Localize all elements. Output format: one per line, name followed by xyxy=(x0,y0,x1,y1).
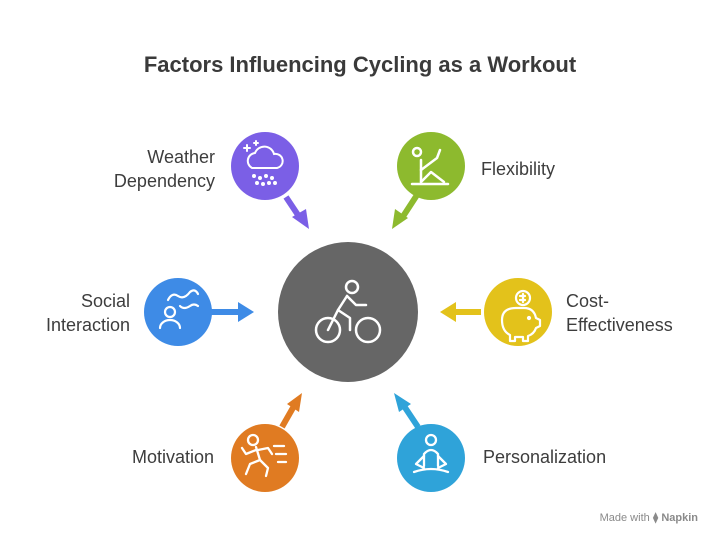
node-flexibility xyxy=(397,132,465,200)
arrow-motivation xyxy=(279,393,302,429)
napkin-logo-icon: ⧫ xyxy=(652,512,659,524)
label-flexibility-line-1: Flexibility xyxy=(481,159,556,179)
footer-credit[interactable]: Made with ⧫ Napkin xyxy=(600,511,698,524)
label-social: Social Interaction xyxy=(46,289,130,337)
meditation-icon xyxy=(412,433,450,474)
piggy-bank-icon xyxy=(500,289,542,343)
social-icon xyxy=(158,289,200,330)
center-node xyxy=(278,242,418,382)
arrows xyxy=(210,193,481,429)
weather-icon xyxy=(243,140,284,186)
label-personalization-line-1: Personalization xyxy=(483,447,607,467)
label-social-line-1: Social xyxy=(80,291,130,311)
cyclist-icon xyxy=(314,279,382,344)
runner-icon xyxy=(240,433,288,478)
arrow-social xyxy=(210,302,254,322)
label-cost-line-2: Effectiveness xyxy=(566,315,673,335)
node-personalization xyxy=(397,424,465,492)
label-personalization: Personalization xyxy=(483,445,606,469)
label-cost: Cost- Effectiveness xyxy=(566,289,673,337)
footer-made-with: Made with xyxy=(599,512,650,524)
footer-brand: Napkin xyxy=(661,512,698,524)
node-motivation xyxy=(231,424,299,492)
label-cost-line-1: Cost- xyxy=(566,291,610,311)
diagram-title: Factors Influencing Cycling as a Workout xyxy=(143,52,577,77)
label-weather-line-2: Dependency xyxy=(113,171,215,191)
arrow-weather xyxy=(283,195,309,229)
arrow-cost xyxy=(440,302,481,322)
arrow-flexibility xyxy=(392,193,420,229)
arrow-personalization xyxy=(394,393,421,429)
node-social xyxy=(144,278,212,346)
label-social-line-2: Interaction xyxy=(45,315,130,335)
label-flexibility: Flexibility xyxy=(481,157,555,181)
node-weather xyxy=(231,132,299,200)
label-motivation-line-1: Motivation xyxy=(131,447,214,467)
label-motivation: Motivation xyxy=(132,445,214,469)
label-weather: Weather Dependency xyxy=(114,145,215,193)
label-weather-line-1: Weather xyxy=(147,147,215,167)
node-cost xyxy=(484,278,552,346)
stretch-icon xyxy=(410,146,450,186)
